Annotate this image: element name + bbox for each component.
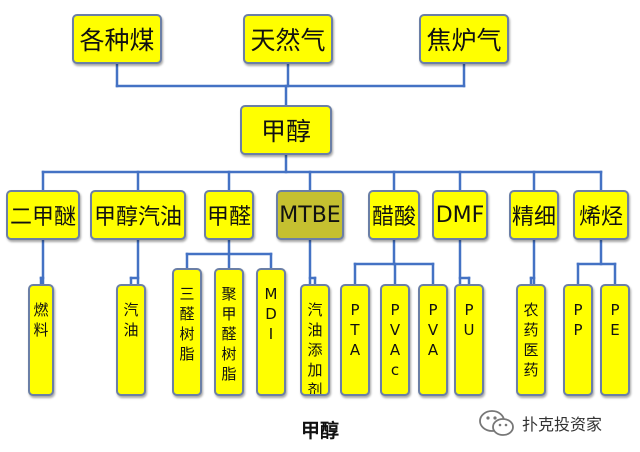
- connector-lines: [39, 62, 617, 286]
- product-node: 甲醇汽油: [90, 190, 186, 240]
- derivative-node: 汽油添加剂: [300, 284, 330, 396]
- source-node: 焦炉气: [419, 14, 509, 64]
- watermark-text: 扑克投资家: [522, 415, 603, 434]
- derivative-node: 燃料: [28, 284, 54, 396]
- product-node: 烯烃: [573, 190, 629, 240]
- derivative-node: 农药医药: [516, 284, 546, 396]
- watermark: 扑克投资家: [478, 408, 602, 438]
- source-node: 天然气: [243, 14, 333, 64]
- figure-caption: 甲醇: [300, 420, 339, 442]
- product-node: DMF: [432, 190, 488, 240]
- derivative-node: 汽油: [116, 284, 146, 396]
- product-node: 甲醛: [204, 190, 254, 240]
- product-node: 醋酸: [368, 190, 420, 240]
- product-node: MTBE: [276, 190, 344, 240]
- wechat-icon: [479, 410, 514, 436]
- source-node: 各种煤: [72, 14, 162, 64]
- derivative-node: 聚甲醛树脂: [214, 268, 244, 396]
- hub-node: 甲醇: [240, 105, 332, 155]
- product-node: 精细: [509, 190, 559, 240]
- product-node: 二甲醚: [6, 190, 80, 240]
- derivative-node: 三醛树脂: [172, 268, 202, 396]
